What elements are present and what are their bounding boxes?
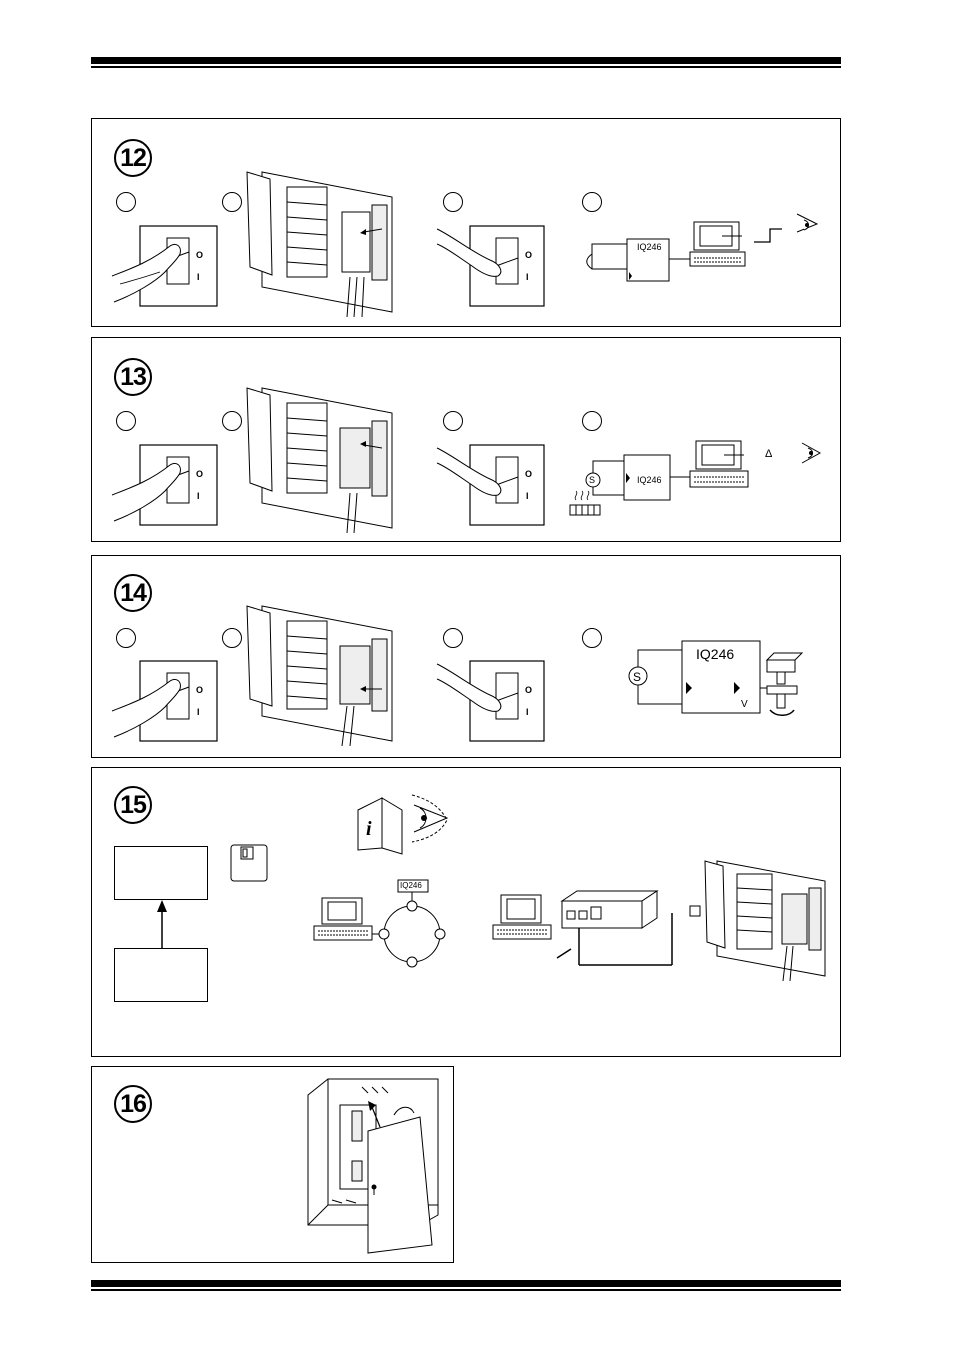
step-13-panel: 13 O I O I — [91, 337, 841, 542]
switch-on-label: I — [197, 491, 200, 501]
switch-on-label: I — [197, 707, 200, 717]
substep-d-circle — [582, 192, 602, 212]
network-diagram — [586, 213, 819, 282]
switch-on-label: I — [526, 707, 529, 717]
network-diagram — [628, 640, 804, 716]
switch-on-label: I — [197, 272, 200, 282]
switch-on-label: I — [526, 491, 529, 501]
power-switch-on: O I — [432, 659, 547, 744]
eye-icon — [801, 442, 822, 464]
controller-board-icon — [689, 860, 826, 982]
bottom-rule-thin — [91, 1289, 841, 1291]
switch-off-label: O — [525, 685, 533, 695]
substep-b-circle — [222, 192, 242, 212]
bottom-rule-thick — [91, 1280, 841, 1287]
top-rule-thin — [91, 66, 841, 68]
delta-label: Δ — [765, 448, 773, 460]
svg-text:i: i — [366, 818, 372, 840]
switch-off-label: O — [196, 469, 204, 479]
substep-b-circle — [222, 628, 242, 648]
step-number: 12 — [114, 139, 152, 177]
eye-icon — [796, 213, 819, 233]
substep-a-circle — [116, 192, 136, 212]
device-label: IQ246 — [696, 646, 735, 662]
device-label: IQ246 — [637, 242, 662, 252]
finger-press-icon — [111, 444, 218, 526]
finger-press-icon — [436, 225, 545, 307]
computer-icon — [689, 440, 749, 488]
finger-press-icon — [111, 660, 218, 742]
eye-icon — [411, 794, 449, 843]
valve-label: V — [741, 699, 748, 710]
computer-icon — [689, 221, 746, 267]
step-14-panel: 14 O I O I — [91, 555, 841, 758]
step-16-panel: 16 — [91, 1066, 454, 1263]
device-label: IQ246 — [637, 475, 662, 485]
source-box — [114, 948, 208, 1002]
step-number: 16 — [114, 1085, 152, 1123]
controller-board-icon — [246, 605, 393, 747]
power-switch-off: O I — [110, 659, 220, 744]
power-switch-off: O I — [110, 224, 220, 309]
finger-press-icon — [436, 660, 545, 742]
substep-a-circle — [116, 411, 136, 431]
step-15-panel: 15 i — [91, 767, 841, 1057]
power-switch-on: O I — [432, 224, 547, 309]
switch-off-label: O — [196, 685, 204, 695]
switch-off-label: O — [525, 250, 533, 260]
step-number: 13 — [114, 358, 152, 396]
sensor-icon — [569, 460, 624, 516]
controller-board-icon — [246, 171, 393, 318]
substep-b-circle — [222, 411, 242, 431]
switch-on-label: I — [526, 272, 529, 282]
controller-board-icon — [246, 387, 393, 534]
sensor-label: S — [589, 475, 596, 485]
network-diagram — [569, 440, 822, 516]
upward-arrow — [157, 900, 167, 948]
computer-icon — [492, 894, 552, 940]
target-box — [114, 846, 208, 900]
switch-off-label: O — [196, 250, 204, 260]
step-number: 14 — [114, 574, 152, 612]
switch-off-label: O — [525, 469, 533, 479]
device-label: IQ246 — [400, 881, 422, 890]
enclosure-icon — [307, 1078, 439, 1254]
top-rule-thick — [91, 57, 841, 64]
finger-press-icon — [436, 444, 545, 526]
computer-icon — [313, 897, 373, 941]
finger-press-icon — [111, 225, 218, 307]
power-switch-off: O I — [110, 443, 220, 528]
interface-unit-icon — [492, 890, 673, 966]
substep-d-circle — [582, 628, 602, 648]
sensor-label: S — [633, 670, 642, 684]
substep-c-circle — [443, 411, 463, 431]
substep-c-circle — [443, 628, 463, 648]
substep-a-circle — [116, 628, 136, 648]
step-number: 15 — [114, 786, 152, 824]
substep-c-circle — [443, 192, 463, 212]
valve-actuator-icon — [765, 652, 804, 716]
power-switch-on: O I — [432, 443, 547, 528]
manual-book-icon: i — [357, 794, 449, 855]
floppy-disk-icon — [230, 844, 268, 882]
network-ring-icon — [313, 879, 446, 968]
substep-d-circle — [582, 411, 602, 431]
step-12-panel: 12 O I O — [91, 118, 841, 327]
